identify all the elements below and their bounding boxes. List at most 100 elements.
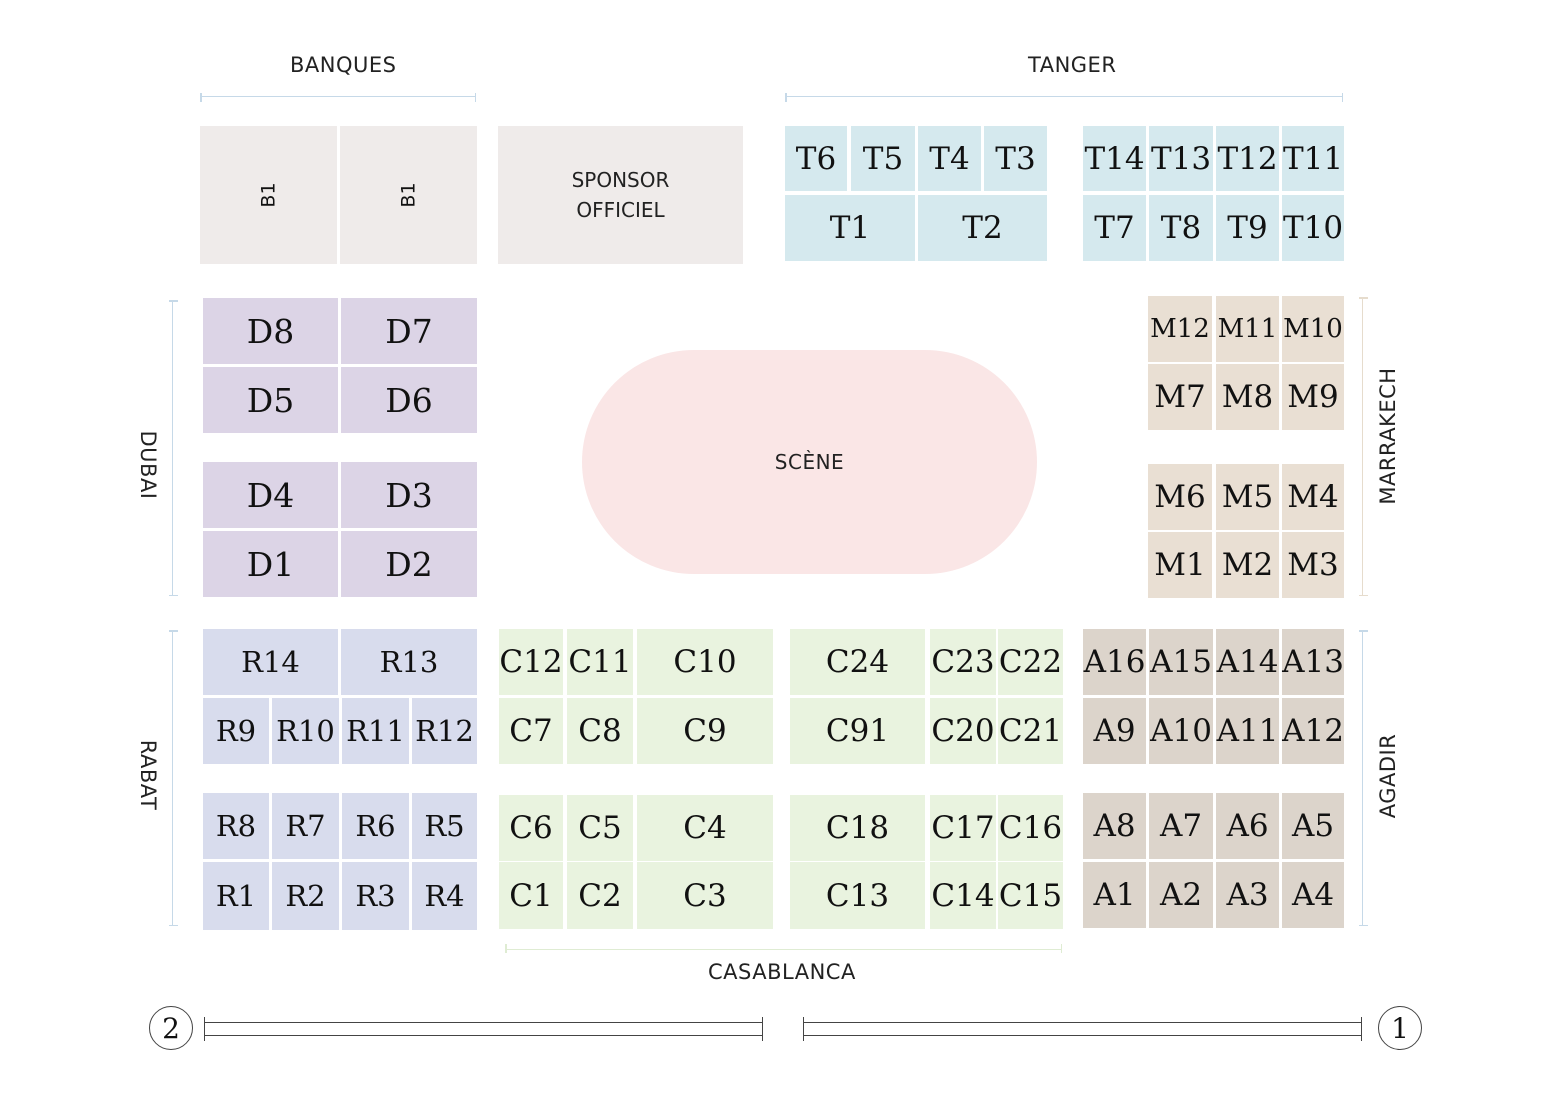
booth[interactable]: D5 (203, 367, 338, 433)
booth[interactable]: R4 (412, 862, 477, 930)
booth[interactable]: C91 (790, 698, 925, 764)
booth[interactable]: C21 (998, 698, 1063, 764)
booth[interactable]: C1 (499, 862, 563, 929)
booth[interactable]: R10 (272, 698, 339, 764)
booth[interactable]: D4 (203, 462, 338, 528)
booth[interactable]: T5 (851, 126, 915, 191)
booth[interactable]: C6 (499, 795, 563, 861)
booth[interactable]: R3 (342, 862, 409, 930)
booth[interactable]: A2 (1149, 862, 1213, 928)
entrance-1-line (803, 1017, 1362, 1041)
booth[interactable]: T14 (1083, 126, 1146, 191)
booth[interactable]: T9 (1216, 195, 1279, 261)
booth[interactable]: M6 (1148, 464, 1212, 530)
booth[interactable]: D7 (341, 298, 477, 364)
booth-label: B1 (257, 182, 280, 208)
booth[interactable]: R12 (412, 698, 477, 764)
booth[interactable]: A4 (1282, 862, 1344, 928)
booth[interactable]: C9 (637, 698, 773, 764)
booth[interactable]: A6 (1216, 793, 1279, 859)
booth[interactable]: C8 (567, 698, 633, 764)
booth[interactable]: D3 (341, 462, 477, 528)
booth[interactable]: M3 (1282, 532, 1344, 598)
booth[interactable]: A9 (1083, 698, 1146, 764)
booth[interactable]: C24 (790, 629, 925, 695)
booth[interactable]: D8 (203, 298, 338, 364)
booth[interactable]: M5 (1216, 464, 1279, 530)
booth[interactable]: A11 (1216, 698, 1279, 764)
booth[interactable]: A13 (1282, 629, 1344, 695)
booth[interactable]: C14 (930, 862, 996, 929)
booth[interactable]: R13 (341, 629, 477, 695)
booth[interactable]: C11 (567, 629, 633, 695)
booth-label: C4 (683, 810, 727, 846)
booth[interactable]: T8 (1149, 195, 1213, 261)
booth[interactable]: A7 (1149, 793, 1213, 859)
booth[interactable]: A12 (1282, 698, 1344, 764)
booth[interactable]: T4 (918, 126, 981, 191)
booth[interactable]: A16 (1083, 629, 1146, 695)
booth-label: M2 (1221, 547, 1274, 583)
booth[interactable]: A5 (1282, 793, 1344, 859)
booth[interactable]: A14 (1216, 629, 1279, 695)
sponsor-officiel-booth[interactable]: SPONSOR OFFICIEL (498, 126, 743, 264)
booth[interactable]: T6 (785, 126, 847, 191)
booth[interactable]: D1 (203, 531, 338, 597)
booth[interactable]: A15 (1149, 629, 1213, 695)
booth[interactable]: M7 (1148, 364, 1212, 430)
booth[interactable]: C23 (930, 629, 996, 695)
booth[interactable]: C17 (930, 795, 996, 861)
booth[interactable]: C3 (637, 862, 773, 929)
booth[interactable]: R11 (342, 698, 409, 764)
booth-b1-right[interactable]: B1 (340, 126, 477, 264)
booth[interactable]: R8 (203, 793, 269, 859)
booth[interactable]: C2 (567, 862, 633, 929)
booth-label: T9 (1227, 210, 1268, 246)
booth[interactable]: R6 (342, 793, 409, 859)
booth[interactable]: R5 (412, 793, 477, 859)
booth[interactable]: M4 (1282, 464, 1344, 530)
booth[interactable]: R7 (272, 793, 339, 859)
booth[interactable]: C4 (637, 795, 773, 861)
booth[interactable]: M9 (1282, 364, 1344, 430)
booth[interactable]: C15 (998, 862, 1063, 929)
booth[interactable]: T1 (785, 195, 915, 261)
booth[interactable]: C7 (499, 698, 563, 764)
booth[interactable]: T7 (1083, 195, 1146, 261)
booth[interactable]: C22 (998, 629, 1063, 695)
booth[interactable]: M12 (1148, 296, 1212, 362)
booth[interactable]: T3 (984, 126, 1047, 191)
booth-label: C10 (673, 644, 737, 680)
booth[interactable]: C13 (790, 862, 925, 929)
booth[interactable]: M8 (1216, 364, 1279, 430)
booth[interactable]: C16 (998, 795, 1063, 861)
booth[interactable]: T13 (1149, 126, 1213, 191)
booth[interactable]: C18 (790, 795, 925, 861)
booth-b1-left[interactable]: B1 (200, 126, 337, 264)
booth[interactable]: R9 (203, 698, 269, 764)
booth[interactable]: R14 (203, 629, 338, 695)
booth[interactable]: M10 (1282, 296, 1344, 362)
booth[interactable]: A8 (1083, 793, 1146, 859)
booth[interactable]: M11 (1216, 296, 1279, 362)
booth[interactable]: C20 (930, 698, 996, 764)
booth[interactable]: D6 (341, 367, 477, 433)
booth[interactable]: R1 (203, 862, 269, 930)
booth[interactable]: A1 (1083, 862, 1146, 928)
booth[interactable]: R2 (272, 862, 339, 930)
booth-label: M9 (1287, 379, 1339, 415)
booth[interactable]: C5 (567, 795, 633, 861)
booth[interactable]: T10 (1282, 195, 1344, 261)
stage: SCÈNE (582, 350, 1037, 574)
booth[interactable]: T11 (1282, 126, 1344, 191)
booth[interactable]: A10 (1149, 698, 1213, 764)
booth[interactable]: A3 (1216, 862, 1279, 928)
booth[interactable]: C12 (499, 629, 563, 695)
booth[interactable]: M1 (1148, 532, 1212, 598)
booth[interactable]: T12 (1216, 126, 1279, 191)
booth[interactable]: T2 (918, 195, 1047, 261)
booth[interactable]: C10 (637, 629, 773, 695)
booth-label: C91 (825, 713, 890, 749)
booth[interactable]: M2 (1216, 532, 1279, 598)
booth[interactable]: D2 (341, 531, 477, 597)
